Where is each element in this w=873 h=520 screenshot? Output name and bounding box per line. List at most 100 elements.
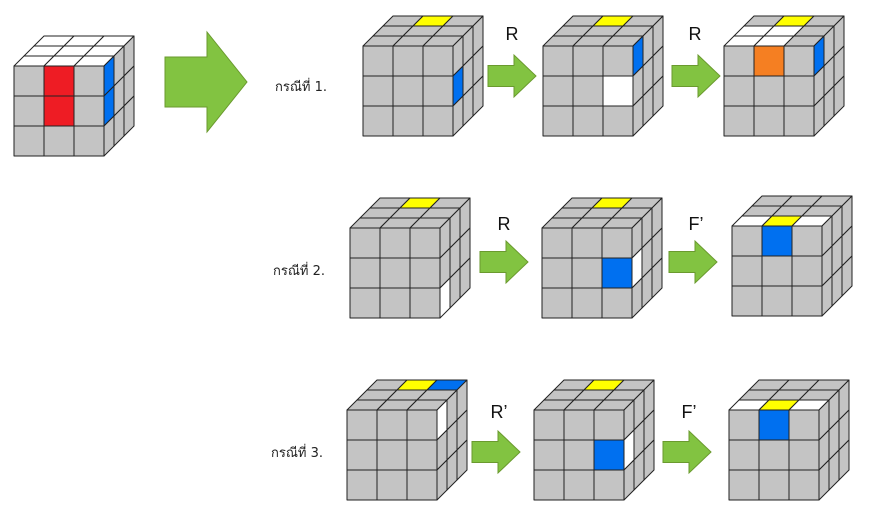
- case-3-cube-1-front-sticker: [346, 469, 378, 501]
- case-3-cube-2-front-sticker: [533, 439, 565, 471]
- case-2-cube-3-front-sticker: [731, 285, 763, 317]
- case-2-arrow-2: [668, 239, 718, 285]
- case-2-cube-1-front-sticker: [409, 227, 441, 259]
- source-cube-front-sticker: [73, 95, 105, 127]
- case-1-cube-1-front-sticker: [392, 75, 424, 107]
- case-2-cube-1-front-sticker: [349, 257, 381, 289]
- case-2-cube-2-front-sticker: [571, 287, 603, 319]
- case-1-cube-3-front-sticker: [753, 105, 785, 137]
- case-2-cube-3-front-sticker: [791, 225, 823, 257]
- case-2-cube-2-right-sticker: [651, 257, 663, 299]
- case-3-cube-1-front-sticker: [376, 409, 408, 441]
- case-1-cube-1-front-sticker: [392, 45, 424, 77]
- case-3-cube-1-front-sticker: [406, 439, 438, 471]
- case-1-cube-3-front-sticker: [783, 75, 815, 107]
- case-1-cube-3-front-sticker: [783, 45, 815, 77]
- case-2-cube-2-front-sticker: [541, 287, 573, 319]
- case-1-cube-2-front-sticker: [572, 105, 604, 137]
- case-1-cube-1-front-sticker: [422, 45, 454, 77]
- case-1-move-2: R: [688, 24, 702, 44]
- case-2-cube-1-front-sticker: [379, 227, 411, 259]
- case-3-arrow-2: [662, 429, 712, 475]
- case-3-cube-3-front-sticker: [728, 409, 760, 441]
- case-3-move-2: F’: [681, 402, 697, 422]
- case-2-cube-3-front-sticker: [761, 285, 793, 317]
- case-3-cube-3-front-sticker: [758, 439, 790, 471]
- case-3-cube-1-front-sticker: [346, 409, 378, 441]
- case-3-cube-3-front-sticker: [728, 439, 760, 471]
- case-1-cube-2-front-sticker: [602, 75, 634, 107]
- case-2-move-2: F’: [688, 214, 704, 234]
- case-1-cube-2-front-sticker: [542, 75, 574, 107]
- case-3-move-1: R’: [490, 402, 508, 422]
- case-2-cube-3-front-sticker: [731, 225, 763, 257]
- case-3-cube-3-front-sticker: [758, 409, 790, 441]
- case-1-label: กรณีที่ 1.: [275, 80, 328, 95]
- case-1-cube-1-front-sticker: [422, 105, 454, 137]
- case-1-cube-2-front-sticker: [572, 45, 604, 77]
- case-1-cube-1-right-sticker: [472, 75, 484, 117]
- case-1-cube-3-front-sticker: [753, 45, 785, 77]
- case-3-cube-2-front-sticker: [563, 439, 595, 471]
- case-1-arrow-2: [671, 53, 721, 99]
- case-2-cube-3-right-sticker: [841, 255, 853, 297]
- case-3-cube-2-front-sticker: [563, 409, 595, 441]
- case-2-cube-2-front-sticker: [601, 257, 633, 289]
- case-1-cube-1-front-sticker: [362, 105, 394, 137]
- case-1-cube-3-front-sticker: [753, 75, 785, 107]
- case-2-arrow-1: [479, 239, 529, 285]
- source-cube-front-sticker: [73, 65, 105, 97]
- case-3-cube-1-front-sticker: [376, 439, 408, 471]
- case-3-arrow-1: [471, 429, 521, 475]
- case-1-move-1: R: [505, 24, 519, 44]
- case-1-cube-3-right-sticker: [833, 75, 845, 117]
- case-2-cube-2-front-sticker: [571, 227, 603, 259]
- case-3-cube-2-front-sticker: [593, 469, 625, 501]
- case-2-cube-1-front-sticker: [379, 287, 411, 319]
- case-3-cube-1-front-sticker: [406, 469, 438, 501]
- case-2-cube-3-front-sticker: [761, 255, 793, 287]
- case-3-cube-3-front-sticker: [788, 439, 820, 471]
- case-2-cube-3-front-sticker: [761, 225, 793, 257]
- source-cube-front-sticker: [43, 65, 75, 97]
- case-2-cube-1-front-sticker: [349, 227, 381, 259]
- case-2-cube-2-front-sticker: [541, 257, 573, 289]
- case-2-cube-3-front-sticker: [791, 255, 823, 287]
- case-3-cube-3-front-sticker: [728, 469, 760, 501]
- big-arrow: [164, 30, 248, 134]
- case-2-cube-3-front-sticker: [731, 255, 763, 287]
- case-1-cube-2-front-sticker: [602, 105, 634, 137]
- case-1-cube-2-front-sticker: [602, 45, 634, 77]
- case-3-cube-1-front-sticker: [346, 439, 378, 471]
- case-3-cube-2-front-sticker: [563, 469, 595, 501]
- case-2-cube-2-front-sticker: [601, 227, 633, 259]
- case-1-arrow-1: [487, 53, 537, 99]
- case-1-cube-3-front-sticker: [723, 45, 755, 77]
- case-2-cube-1-front-sticker: [349, 287, 381, 319]
- case-2-cube-2-front-sticker: [571, 257, 603, 289]
- case-3-cube-1-front-sticker: [376, 469, 408, 501]
- case-3-cube-1-front-sticker: [406, 409, 438, 441]
- case-2-cube-1-front-sticker: [379, 257, 411, 289]
- source-cube-front-sticker: [43, 125, 75, 157]
- case-2-cube-3-front-sticker: [791, 285, 823, 317]
- case-3-cube-2-front-sticker: [593, 409, 625, 441]
- case-1-cube-3-front-sticker: [723, 105, 755, 137]
- case-1-cube-3-front-sticker: [783, 105, 815, 137]
- case-1-cube-1-front-sticker: [362, 75, 394, 107]
- case-2-cube-2-front-sticker: [541, 227, 573, 259]
- source-cube-front-sticker: [13, 125, 45, 157]
- source-cube-front-sticker: [43, 95, 75, 127]
- case-1-cube-3-front-sticker: [723, 75, 755, 107]
- case-3-cube-3-front-sticker: [788, 409, 820, 441]
- case-2-cube-2-front-sticker: [601, 287, 633, 319]
- source-cube-front-sticker: [73, 125, 105, 157]
- source-cube-front-sticker: [13, 95, 45, 127]
- case-1-cube-2-right-sticker: [652, 75, 664, 117]
- case-2-move-1: R: [497, 214, 511, 234]
- case-3-cube-3-right-sticker: [838, 439, 850, 481]
- case-2-cube-1-right-sticker: [459, 257, 471, 299]
- case-2-cube-1-front-sticker: [409, 257, 441, 289]
